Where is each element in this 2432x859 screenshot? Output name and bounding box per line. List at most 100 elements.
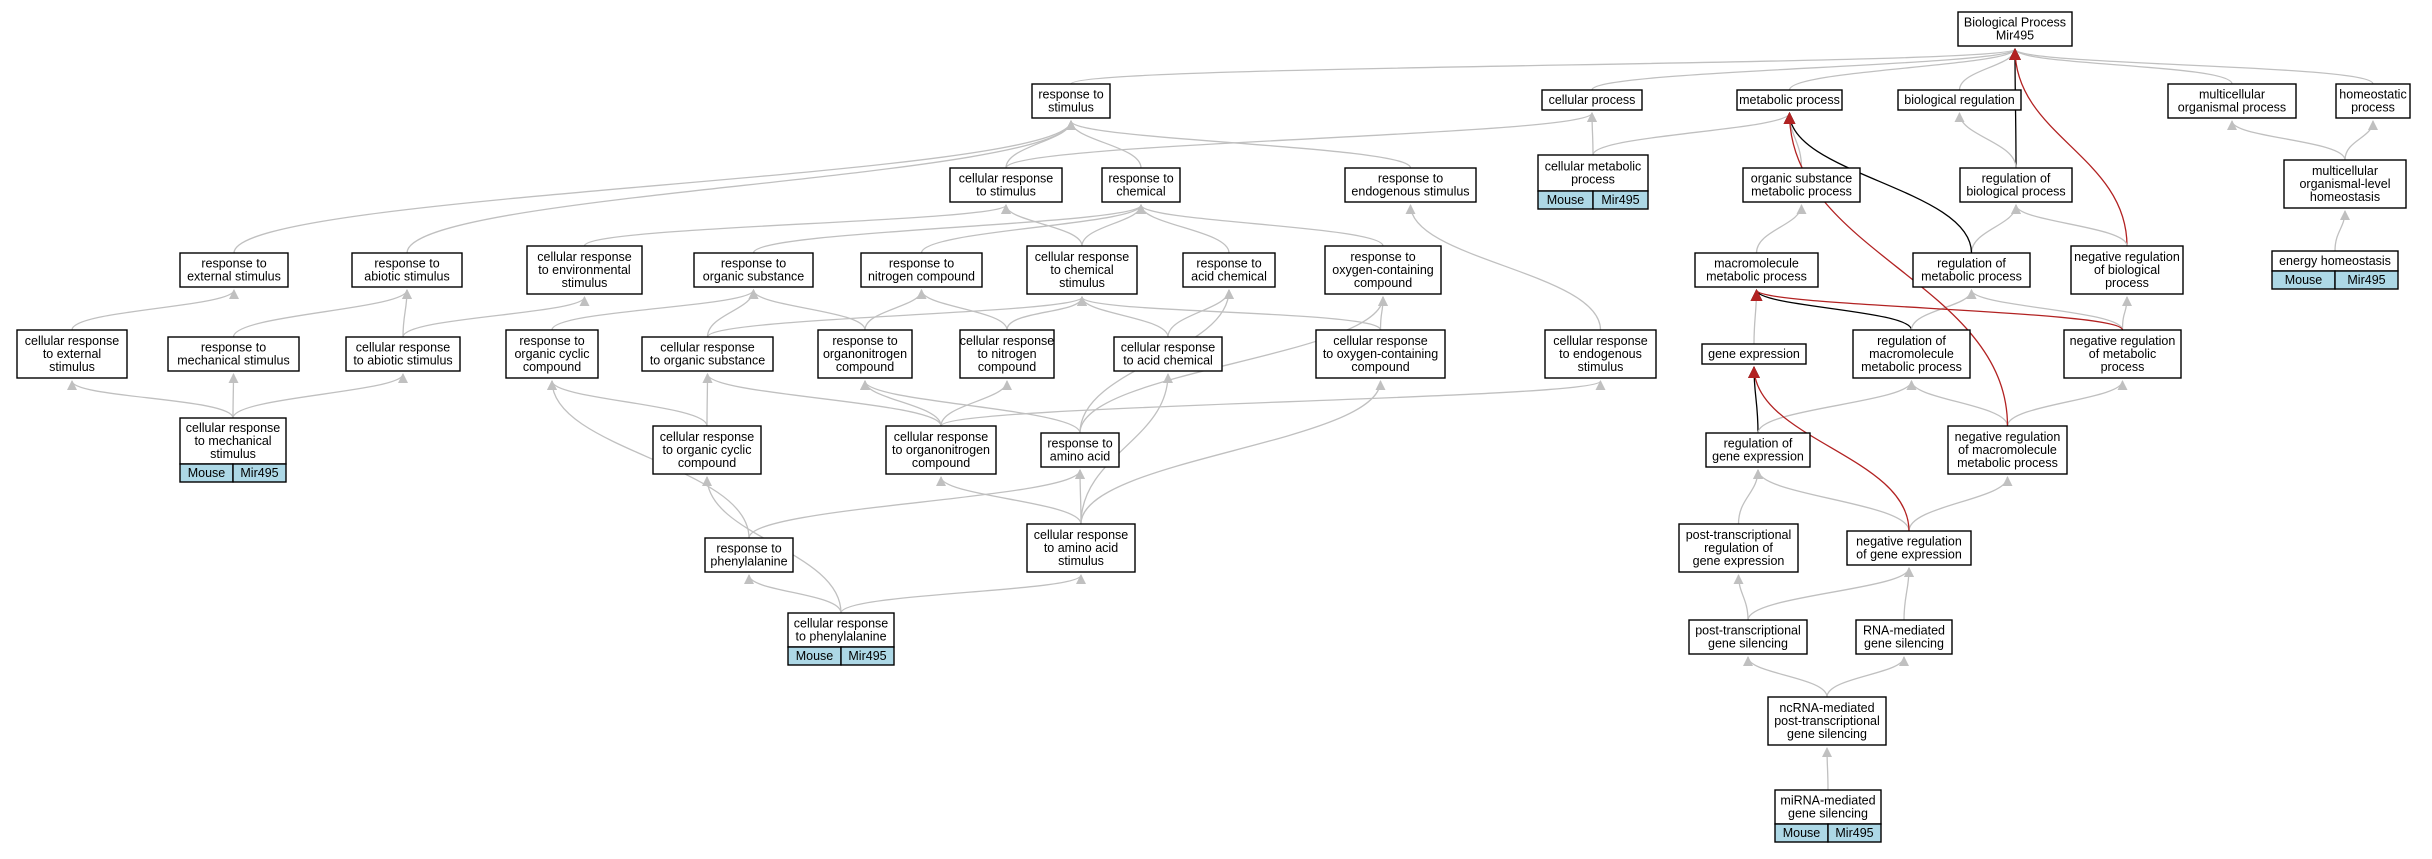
edge-macmetab-to-osmetab [1755, 204, 1807, 254]
term-label-line: cellular response [1034, 528, 1129, 542]
term-label-line: regulation of [1704, 541, 1773, 555]
term-box [345, 336, 461, 372]
go-term-cproc[interactable]: cellular process [1541, 89, 1643, 111]
edge-negbp-to-bp [2009, 48, 2128, 247]
term-box [1026, 523, 1136, 573]
term-label-line: cellular response [660, 430, 755, 444]
term-label-line: response to [721, 257, 786, 271]
go-term-breg[interactable]: biological regulation [1897, 89, 2022, 111]
go-term-metab[interactable]: metabolic process [1736, 89, 1843, 111]
edge-negmetab-to-regmetab [1966, 289, 2124, 331]
term-label-line: gene silencing [1787, 727, 1867, 741]
term-label-line: response to [716, 542, 781, 556]
term-label-line: negative regulation [1955, 430, 2061, 444]
term-label-line: miRNA-mediated [1780, 794, 1875, 808]
term-label-line: cellular response [1121, 341, 1216, 355]
edge-crnit-to-rnit [916, 289, 1008, 331]
edge-mclh-to-mcorg [2227, 120, 2346, 161]
term-label-line: organic substance [703, 270, 805, 284]
edge-regmac-to-macmetab [1750, 289, 1913, 331]
edge-raa-to-rorgn [860, 380, 1081, 434]
term-label-line: post-transcriptional [1774, 714, 1880, 728]
term-label-line: metabolic process [1957, 456, 2058, 470]
term-label-line: negative regulation [2070, 334, 2176, 348]
term-label-line: compound [1351, 360, 1409, 374]
edge-negmac-to-negmetab [2006, 380, 2128, 427]
gene-cell [840, 646, 895, 666]
term-label-line: Biological Process [1964, 16, 2066, 30]
edge-crorgn-to-crorg [702, 373, 942, 427]
species-label: Mouse [796, 649, 834, 663]
edge-rnit-to-rchem [920, 204, 1146, 254]
edge-crstim-to-rstim [1005, 120, 1076, 169]
term-label-line: regulation of [1937, 257, 2006, 271]
edge-neggene-to-geneexp [1748, 366, 1910, 532]
term-box [505, 329, 599, 379]
term-label-line: metabolic process [1861, 360, 1962, 374]
go-term-geneexp[interactable]: gene expression [1701, 343, 1807, 365]
term-label-line: gene silencing [1788, 807, 1868, 821]
term-box [1947, 425, 2068, 475]
gene-cell [1592, 190, 1649, 210]
term-label-line: compound [523, 360, 581, 374]
term-box [949, 167, 1063, 203]
term-label-line: organismal process [2178, 101, 2286, 115]
term-label-line: compound [1354, 276, 1412, 290]
edge-mirna-to-ncrna [1822, 747, 1833, 791]
term-label-line: cellular response [959, 172, 1054, 186]
edge-racid-to-rchem [1136, 204, 1230, 254]
term-box [1113, 336, 1223, 372]
